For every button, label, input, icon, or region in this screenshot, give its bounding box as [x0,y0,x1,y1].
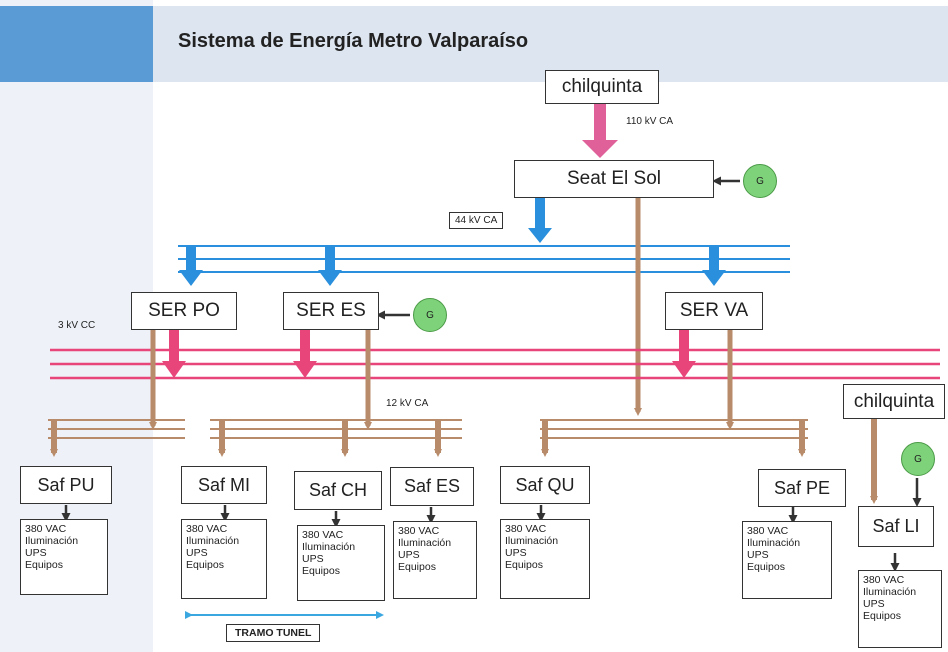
load-arrows [61,505,900,572]
saf-qu-box: Saf QU [500,466,590,504]
saf-mi-box: Saf MI [181,466,267,504]
ser-va-box: SER VA [665,292,763,330]
voltage-3kv-label: 3 kV CC [58,320,96,331]
voltage-12kv-label: 12 kV CA [386,398,429,409]
ac44-arrow-va [702,246,726,286]
left-band-accent [0,6,153,82]
saf-drops [50,418,878,504]
dc3kv-busbar [50,348,940,380]
saf-li-box: Saf LI [858,506,934,547]
ser-feeders [149,330,734,430]
chilquinta-right-box: chilquinta [843,384,945,419]
generator-seat-icon: G [743,164,777,198]
seat-el-sol-box: Seat El Sol [514,160,714,198]
saf-pe-box: Saf PE [758,469,846,507]
tunnel-label: TRAMO TUNEL [226,624,321,642]
generator-saf-li-icon: G [901,442,935,476]
page-title: Sistema de Energía Metro Valparaíso [178,30,529,52]
title-bar [153,6,948,82]
ac44-arrow-po [179,246,203,286]
voltage-110kv-label: 110 kV CA [626,116,674,127]
hv-arrow [582,104,618,158]
ser-es-box: SER ES [283,292,379,330]
dc3kv-arrow-es [293,330,317,378]
chilquinta-source-box: chilquinta [545,70,659,104]
voltage-44kv-label: 44 kV CA [449,212,504,229]
saf-pu-box: Saf PU [20,466,112,504]
dc3kv-arrow-va [672,330,696,378]
dc3kv-arrow-po [162,330,186,378]
ca12-busbars [48,419,808,439]
ac44-arrow-main [528,198,552,243]
ac44-arrow-es [318,246,342,286]
ac44-busbar [178,245,790,273]
generator-ser-es-icon: G [413,298,447,332]
ser-po-box: SER PO [131,292,237,330]
saf-ch-box: Saf CH [294,471,382,510]
generator-arrows [376,176,922,507]
saf-es-box: Saf ES [390,467,474,506]
